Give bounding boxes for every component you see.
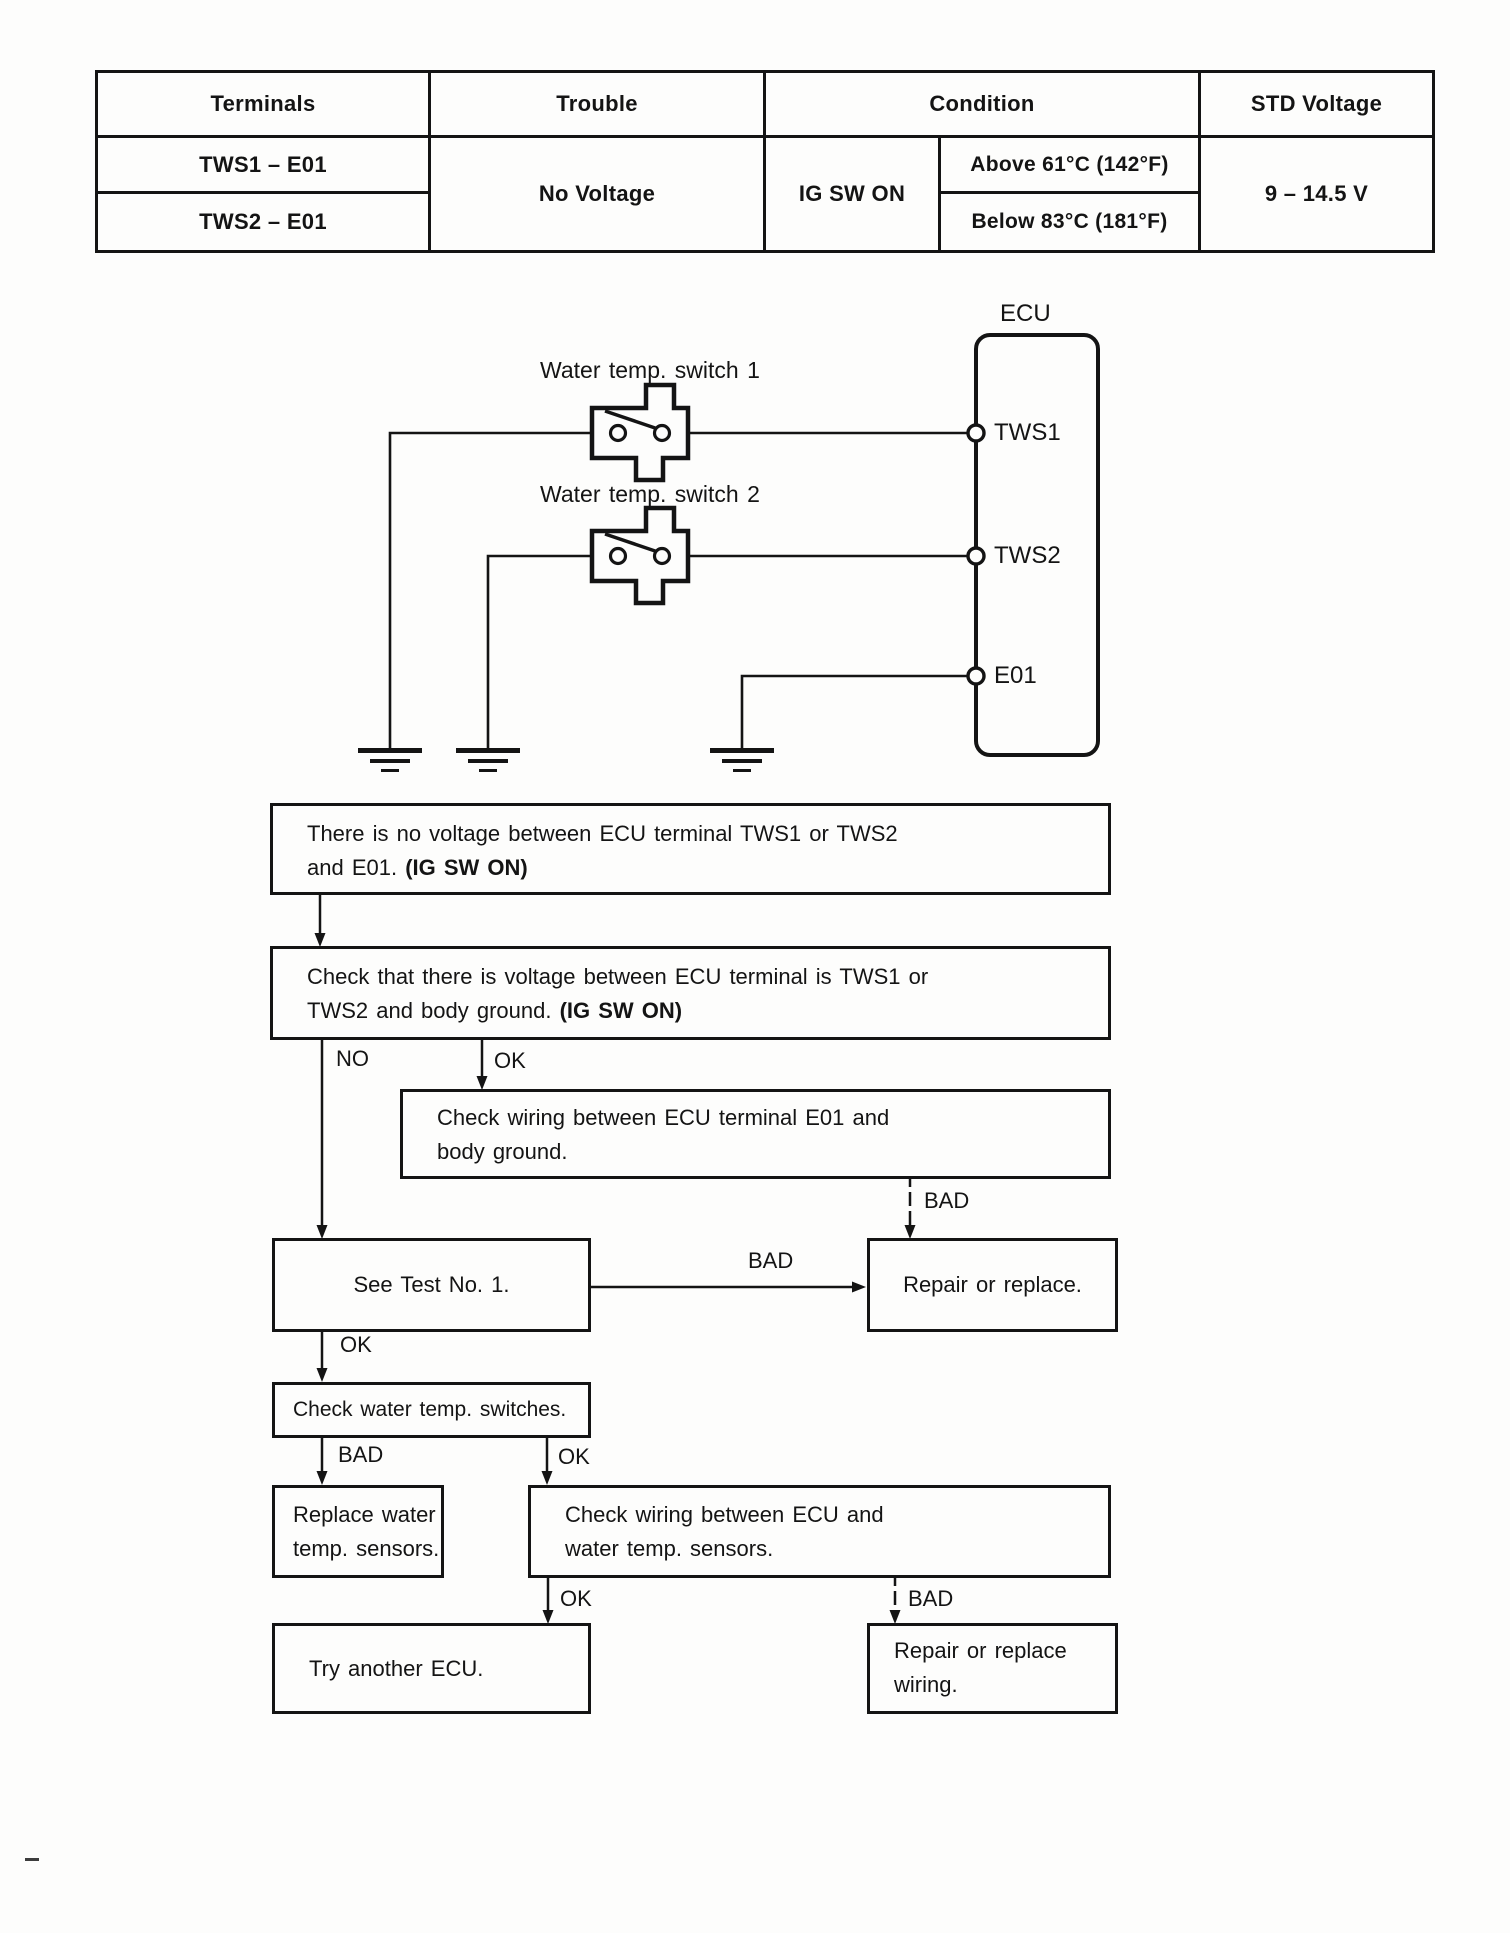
switch1-label: Water temp. switch 1 xyxy=(540,357,760,383)
ground-icon xyxy=(710,748,774,772)
flow-text-line: Check wiring between ECU terminal E01 an… xyxy=(437,1105,890,1130)
flow-text-line: Replace water xyxy=(293,1502,436,1527)
header-std-voltage: STD Voltage xyxy=(1250,91,1383,116)
table-divider xyxy=(1198,73,1201,250)
wire-switch2-ground xyxy=(486,554,592,748)
page-mark xyxy=(25,1858,39,1861)
cell-condition-below: Below 83°C (181°F) xyxy=(971,210,1168,233)
wire-e01-ground xyxy=(740,674,976,748)
flow-text-line: Check that there is voltage between ECU … xyxy=(307,964,929,989)
flow-text-line: Check water temp. switches. xyxy=(293,1398,567,1421)
flow-box-check-wiring-e01: Check wiring between ECU terminal E01 an… xyxy=(400,1089,1111,1179)
header-trouble: Trouble xyxy=(556,91,638,116)
ecu-label: ECU xyxy=(1000,300,1051,327)
cell-terminal-2: TWS2 – E01 xyxy=(199,209,327,234)
terminal-tws1-node xyxy=(966,423,986,443)
flow-text-line: and E01. (IG SW ON) xyxy=(307,855,528,880)
flow-text-line: There is no voltage between ECU terminal… xyxy=(307,821,898,846)
water-temp-switch1-icon xyxy=(589,382,691,483)
flow-box-no-voltage: There is no voltage between ECU terminal… xyxy=(270,803,1111,895)
flow-text-line: TWS2 and body ground. (IG SW ON) xyxy=(307,998,683,1023)
header-terminals: Terminals xyxy=(210,91,316,116)
branch-label-ok: OK xyxy=(560,1586,592,1611)
flow-box-try-ecu: Try another ECU. xyxy=(272,1623,591,1714)
flow-text-line: See Test No. 1. xyxy=(353,1272,510,1297)
header-condition: Condition xyxy=(929,91,1035,116)
flow-text-line: Repair or replace xyxy=(894,1638,1067,1663)
terminal-tws2-label: TWS2 xyxy=(994,542,1061,569)
flow-arrowheads xyxy=(314,933,916,1624)
flow-box-check-switches: Check water temp. switches. xyxy=(272,1382,591,1438)
branch-label-ok: OK xyxy=(558,1444,590,1469)
flow-text-line: body ground. xyxy=(437,1139,568,1164)
branch-label-bad: BAD xyxy=(748,1248,794,1273)
spec-table: Terminals Trouble Condition STD Voltage … xyxy=(95,70,1435,253)
terminal-tws1-label: TWS1 xyxy=(994,419,1061,446)
ecu-box xyxy=(974,333,1100,757)
branch-label-ok: OK xyxy=(494,1048,526,1073)
table-header-rule xyxy=(98,135,1432,138)
ground-icons xyxy=(358,748,774,772)
ground-icon xyxy=(456,748,520,772)
flow-box-check-wiring-sensors: Check wiring between ECU and water temp.… xyxy=(528,1485,1111,1578)
flow-box-replace-sensors: Replace water temp. sensors. xyxy=(272,1485,444,1578)
flow-text-line: water temp. sensors. xyxy=(565,1536,774,1561)
flow-text-line: temp. sensors. xyxy=(293,1536,440,1561)
table-row-rule xyxy=(98,191,428,194)
cell-std-voltage: 9 – 14.5 V xyxy=(1264,181,1369,206)
table-row-rule xyxy=(938,191,1201,194)
wire-switch1-ground xyxy=(388,431,592,748)
flow-text-line: Try another ECU. xyxy=(309,1655,484,1681)
flow-box-repair-wiring: Repair or replace wiring. xyxy=(867,1623,1118,1714)
switch2-label: Water temp. switch 2 xyxy=(540,481,760,507)
water-temp-switch2-icon xyxy=(589,505,691,606)
terminal-tws2-node xyxy=(966,546,986,566)
terminal-e01-label: E01 xyxy=(994,662,1037,689)
branch-label-ok: OK xyxy=(340,1332,372,1357)
flow-text-line: Check wiring between ECU and xyxy=(565,1502,884,1527)
flow-box-repair-replace: Repair or replace. xyxy=(867,1238,1118,1332)
branch-label-bad: BAD xyxy=(338,1442,384,1467)
branch-label-bad: BAD xyxy=(908,1586,954,1611)
cell-terminal-1: TWS1 – E01 xyxy=(199,151,327,177)
terminal-e01-node xyxy=(966,666,986,686)
table-divider xyxy=(428,73,431,250)
cell-trouble: No Voltage xyxy=(538,181,656,206)
branch-label-no: NO xyxy=(336,1046,369,1071)
flow-connectors xyxy=(318,889,912,1611)
flow-text-line: wiring. xyxy=(894,1672,958,1697)
flow-text-line: Repair or replace. xyxy=(903,1272,1082,1297)
table-divider xyxy=(763,73,766,250)
cell-condition-above: Above 61°C (142°F) xyxy=(970,152,1169,176)
flow-box-see-test: See Test No. 1. xyxy=(272,1238,591,1332)
flow-box-check-voltage: Check that there is voltage between ECU … xyxy=(270,946,1111,1040)
branch-label-bad: BAD xyxy=(924,1188,970,1213)
cell-ig-sw-on: IG SW ON xyxy=(798,181,906,206)
ground-icon xyxy=(358,748,422,772)
